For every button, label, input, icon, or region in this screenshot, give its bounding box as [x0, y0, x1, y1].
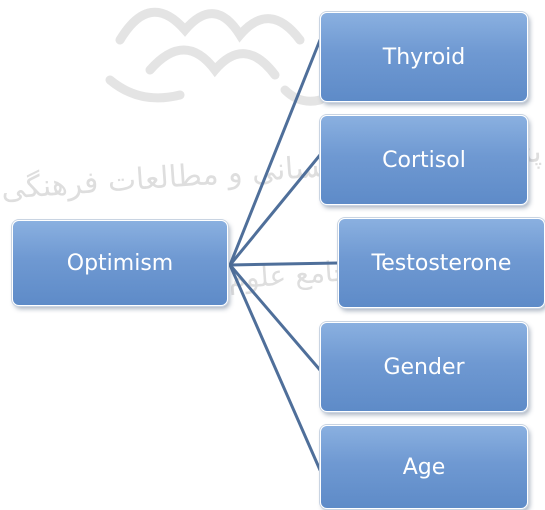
node-age-label: Age [402, 454, 446, 480]
node-testosterone: Testosterone [338, 218, 545, 308]
connector-optimism-age [228, 263, 322, 472]
connector-optimism-thyroid [228, 38, 322, 267]
node-thyroid: Thyroid [320, 12, 528, 102]
node-cortisol-label: Cortisol [382, 147, 466, 173]
node-optimism: Optimism [12, 220, 228, 306]
node-cortisol: Cortisol [320, 115, 528, 205]
connector-optimism-gender [228, 263, 322, 372]
connector-optimism-cortisol [228, 153, 322, 267]
node-age: Age [320, 425, 528, 509]
node-optimism-label: Optimism [66, 250, 174, 276]
node-gender-label: Gender [383, 354, 465, 380]
watermark-logo [105, 7, 325, 106]
connector-optimism-testosterone [228, 261, 340, 267]
node-testosterone-label: Testosterone [371, 250, 512, 276]
node-gender: Gender [320, 322, 528, 412]
node-thyroid-label: Thyroid [382, 44, 466, 70]
